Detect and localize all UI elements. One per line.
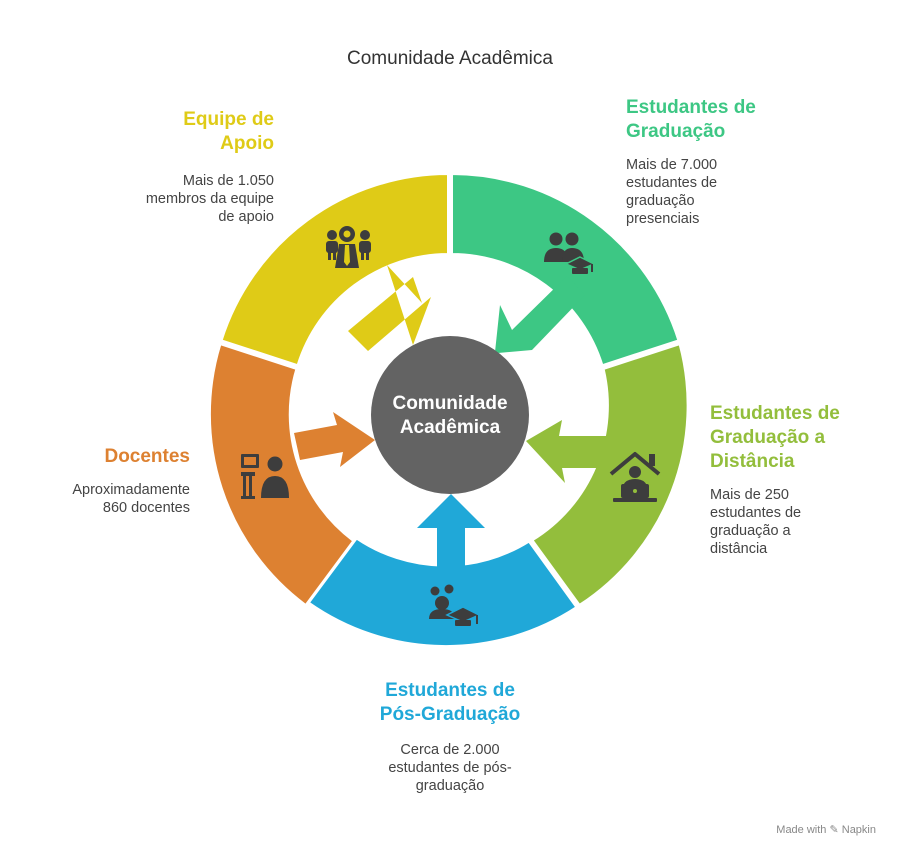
support-description: Mais de 1.050 membros da equipe de apoio <box>80 172 274 226</box>
arrow-undergrad <box>495 276 585 353</box>
undergrad-title: Estudantes de Graduação <box>626 96 826 144</box>
postgrad-title-line: Estudantes de <box>385 680 515 701</box>
support-title: Equipe de Apoio <box>80 108 274 156</box>
segment-postgrad <box>307 537 578 648</box>
distance-desc-line: Mais de 250 <box>710 487 789 503</box>
segment-support <box>220 172 449 367</box>
postgrad-title: Estudantes de Pós-Graduação <box>340 679 560 727</box>
distance-title-line: Graduação a <box>710 427 826 448</box>
undergrad-title-line: Estudantes de <box>626 97 756 118</box>
napkin-credit: Made with ✎ Napkin <box>776 824 876 836</box>
diagram-title: Comunidade Acadêmica <box>347 48 553 69</box>
center-label-line-2: Acadêmica <box>400 417 501 438</box>
arrow-faculty <box>294 412 375 467</box>
undergrad-title-line: Graduação <box>626 121 726 142</box>
undergrad-description: Mais de 7.000 estudantes de graduação pr… <box>626 156 826 228</box>
undergrad-desc-line: graduação <box>626 193 695 209</box>
faculty-title: Docentes <box>40 445 190 469</box>
segment-distance <box>531 342 689 607</box>
home-study-icon <box>609 452 661 502</box>
support-desc-line: de apoio <box>218 209 274 225</box>
undergrad-desc-line: presenciais <box>626 211 700 227</box>
graduation-students-icon <box>544 232 596 274</box>
support-title-line: Apoio <box>220 133 274 154</box>
arrow-distance <box>526 420 611 483</box>
distance-title: Estudantes de Graduação a Distância <box>710 402 890 474</box>
faculty-title-line: Docentes <box>104 446 190 467</box>
distance-desc-line: estudantes de <box>710 505 802 521</box>
distance-desc-line: graduação a <box>710 523 791 539</box>
arrow-postgrad <box>417 494 485 580</box>
segment-faculty <box>208 342 355 607</box>
postgrad-title-line: Pós-Graduação <box>379 704 521 725</box>
distance-description: Mais de 250 estudantes de graduação a di… <box>710 486 890 558</box>
segment-undergrad <box>451 172 680 367</box>
distance-title-line: Distância <box>710 451 795 472</box>
postgrad-desc-line: Cerca de 2.000 <box>400 742 500 758</box>
support-team-icon <box>326 226 371 268</box>
distance-desc-line: distância <box>710 541 768 557</box>
distance-title-line: Estudantes de <box>710 403 840 424</box>
faculty-desc-line: Aproximadamente <box>72 482 190 498</box>
faculty-description: Aproximadamente 860 docentes <box>40 481 190 517</box>
postgrad-desc-line: estudantes de pós- <box>388 760 512 776</box>
center-label-line-1: Comunidade <box>392 393 507 414</box>
support-title-line: Equipe de <box>183 109 274 130</box>
faculty-desc-line: 860 docentes <box>102 500 190 516</box>
center-circle <box>371 336 529 494</box>
postgrad-description: Cerca de 2.000 estudantes de pós- gradua… <box>340 741 560 795</box>
postgrad-student-icon <box>429 584 481 626</box>
postgrad-desc-line: graduação <box>415 778 485 794</box>
teacher-icon <box>241 454 289 499</box>
undergrad-desc-line: Mais de 7.000 <box>626 157 718 173</box>
arrow-support <box>348 265 431 351</box>
support-desc-line: Mais de 1.050 <box>182 173 274 189</box>
support-desc-line: membros da equipe <box>145 191 274 207</box>
undergrad-desc-line: estudantes de <box>626 175 718 191</box>
